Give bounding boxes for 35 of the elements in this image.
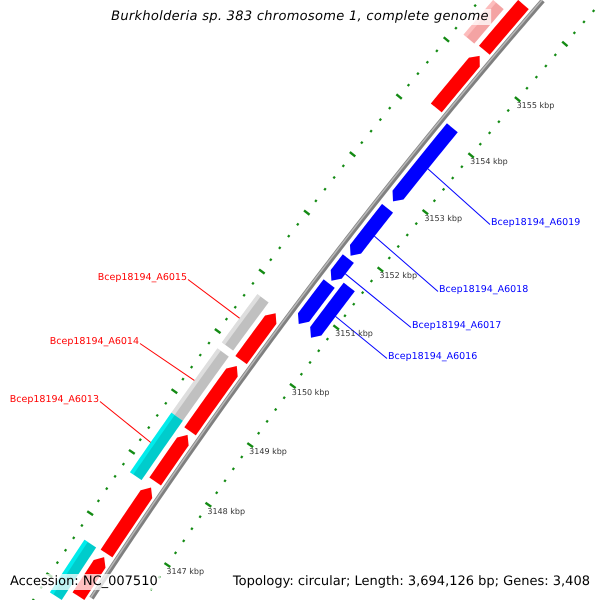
gene-feature [100,488,152,558]
gene-label: Bcep18194_A6016 [388,350,478,362]
gene-feature [310,282,355,338]
leader-line [344,273,412,328]
gene-feature [350,204,394,256]
scale-label: 3150 kbp [292,388,330,397]
genome-info-text: Topology: circular; Length: 3,694,126 bp; Genes: 3,408 [230,574,592,590]
leader-line [427,168,490,225]
gene-label: Bcep18194_A6019 [491,216,580,228]
gene-label: Bcep18194_A6017 [412,320,502,330]
title: Burkholderia sp. 383 chromosome 1, complete genome [109,9,491,25]
gene-feature [149,434,189,486]
scale-label: 3155 kbp [516,101,554,110]
scale-label: 3147 kbp [166,567,204,576]
accession-text: Accession: NC_007510 [8,574,160,590]
leader-line [100,401,152,443]
leader-line [335,316,388,359]
leader-line [188,279,240,319]
scale-label: 3149 kbp [249,447,287,456]
scale-label: 3148 kbp [207,506,246,516]
gene-label: Bcep18194_A6018 [439,284,528,294]
scale-label: 3151 kbp [335,329,373,338]
gene-feature [235,313,276,364]
scale-label: 3152 kbp [379,271,418,280]
gene-feature [392,123,458,202]
gene-feature [430,56,480,112]
gene-feature [184,366,238,436]
gene-feature [330,254,354,281]
leader-line [140,343,195,381]
scale-label: 3154 kbp [470,157,508,166]
scale-label: 3153 kbp [424,214,462,224]
gene-label: Bcep18194_A6013 [10,394,99,404]
leader-line [374,236,438,292]
gene-label: Bcep18194_A6014 [50,336,139,346]
gene-label: Bcep18194_A6015 [98,272,187,282]
